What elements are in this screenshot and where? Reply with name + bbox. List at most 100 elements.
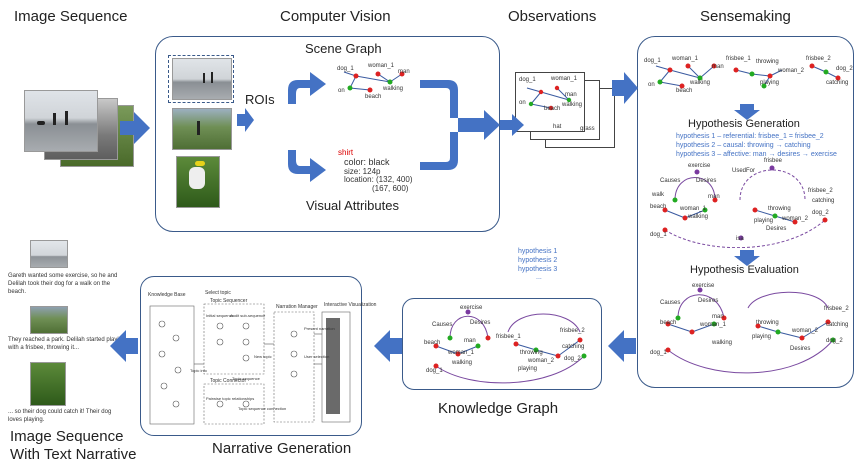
narrative-sentence-2: They reached a park. Delilah started pla… (8, 337, 126, 351)
title-image-sequence: Image Sequence (14, 8, 128, 25)
sense-hypothesis-graph (662, 165, 828, 248)
obs-label-grass: grass (580, 126, 595, 132)
sense-top-woman2: woman_2 (778, 68, 805, 74)
attr-location-2: (167, 600) (372, 184, 409, 193)
arrow-images-to-cv (120, 112, 150, 144)
arrow-sensemaking-to-kg (608, 330, 636, 362)
arrow-cv-to-observations (458, 110, 500, 140)
ng-topic-sequencer: Topic Sequencer (210, 298, 248, 304)
hypothesis-2: hypothesis 2 – causal: throwing → catchi… (676, 142, 811, 149)
arrow-kg-to-narrative (374, 330, 402, 362)
kg-label-throwing: throwing (520, 350, 543, 356)
ng-new-topic: New topic (254, 354, 272, 359)
sense-hg-exercise: exercise (688, 163, 711, 169)
kg-label-catching: catching (562, 344, 585, 350)
cv-photo-park (172, 108, 232, 150)
sense-top-graph (655, 63, 841, 89)
sense-top-dog1: dog_1 (644, 58, 661, 64)
sense-hg-dog1: dog_1 (650, 232, 667, 238)
kg-label-man: man (464, 338, 476, 344)
arrow-narrative-to-output (110, 330, 138, 362)
cv-photo-beach (172, 58, 232, 100)
ng-topic-info: Topic info (190, 368, 207, 373)
kg-label-dog2: dog_2 (564, 356, 581, 362)
ng-present-narration: Present narration (304, 326, 335, 331)
label-hypothesis-evaluation: Hypothesis Evaluation (690, 264, 799, 276)
sense-eval-woman2: woman_2 (792, 328, 819, 334)
hypothesis-1: hypothesis 1 – referential: frisbee_1 = … (676, 133, 824, 140)
arrow-attributes-merge (420, 132, 458, 170)
label-visual-attributes: Visual Attributes (306, 198, 399, 213)
kg-hypothesis-3: hypothesis 3 (518, 266, 558, 273)
sense-eval-dog1: dog_1 (650, 350, 667, 356)
sense-top-woman1: woman_1 (672, 56, 699, 62)
cv-label-walking: walking (383, 86, 404, 92)
sense-top-frisbee2: frisbee_2 (806, 56, 831, 62)
sense-eval-playing: playing (752, 334, 772, 340)
photo-beach (24, 90, 98, 152)
ng-topic-connector: Topic Connector (210, 378, 247, 384)
sense-hg-dog2: dog_2 (812, 210, 829, 216)
obs-label-dog1: dog_1 (519, 77, 536, 83)
sense-hg-throwing: throwing (768, 206, 791, 212)
arrow-rois-to-scene-graph (288, 72, 326, 104)
kg-label-woman2: woman_2 (528, 358, 555, 364)
sense-top-man: man (712, 64, 724, 70)
sense-eval-exercise: exercise (692, 283, 715, 289)
cv-label-man: man (398, 69, 410, 75)
kg-label-walking: walking (452, 360, 473, 366)
out-photo-park (30, 306, 68, 334)
title-observations: Observations (508, 8, 597, 25)
kg-hypothesis-more: ... (536, 274, 542, 281)
arrow-rois-to-visual-attributes (288, 150, 326, 182)
sense-hg-desires-2: Desires (766, 226, 787, 232)
ng-topic-sequence-connection: Topic sequence connection (238, 406, 287, 411)
out-photo-beach (30, 240, 68, 268)
kg-label-dog1: dog_1 (426, 368, 443, 374)
kg-label-causes: Causes (432, 322, 453, 328)
sense-hg-frisbee2: frisbee_2 (808, 188, 833, 194)
kg-label-playing: playing (518, 366, 538, 372)
arrow-observations-to-sensemaking (612, 72, 638, 104)
sense-top-walking: walking (690, 80, 711, 86)
roi-selection-box (168, 55, 234, 103)
cv-label-woman1: woman_1 (368, 63, 395, 69)
sense-hg-isa: isa (736, 236, 744, 242)
sense-eval-woman1: woman_1 (700, 322, 727, 328)
kg-hypothesis-1: hypothesis 1 (518, 248, 558, 255)
sense-hg-frisbee: frisbee (764, 158, 783, 164)
sense-top-on: on (648, 82, 655, 88)
title-narrative-generation: Narrative Generation (212, 440, 352, 457)
sense-eval-man: man (712, 314, 724, 320)
obs-label-hat: hat (553, 124, 562, 130)
ng-knowledge-base: Knowledge Base (148, 292, 186, 298)
arrow-roi-to-cv (237, 108, 254, 132)
knowledge-graph-panel (402, 298, 602, 390)
arrow-vision-out (500, 114, 524, 136)
sense-eval-catching: catching (826, 322, 849, 328)
observation-card-1 (515, 72, 585, 132)
sense-hg-usedfor: UsedFor (732, 168, 756, 174)
sense-hg-man: man (708, 194, 720, 200)
title-computer-vision: Computer Vision (280, 8, 391, 25)
label-hypothesis-generation: Hypothesis Generation (688, 118, 800, 130)
sense-eval-frisbee2: frisbee_2 (824, 306, 849, 312)
cv-photo-dog (176, 156, 220, 208)
sense-top-dog2: dog_2 (836, 66, 853, 72)
ng-initial-sequence: Initial sequence (206, 313, 234, 318)
title-image-sequence-narrative-2: With Text Narrative (10, 446, 137, 463)
cv-label-beach: beach (365, 94, 382, 100)
sense-eval-desires-2: Desires (790, 346, 811, 352)
obs-label-man: man (565, 92, 577, 98)
sense-eval-beach: beach (660, 320, 677, 326)
arrow-down-2 (734, 250, 760, 266)
sense-hg-woman1: woman_1 (680, 206, 707, 212)
arrow-scene-graph-merge (420, 80, 458, 118)
sense-top-frisbee1: frisbee_1 (726, 56, 751, 62)
obs-label-woman1: woman_1 (551, 76, 578, 82)
cv-scene-graph (343, 71, 405, 93)
ng-interactive-visualization: Interactive Visualization (324, 302, 377, 308)
sense-eval-walking: walking (712, 340, 733, 346)
sense-eval-causes: Causes (660, 300, 681, 306)
